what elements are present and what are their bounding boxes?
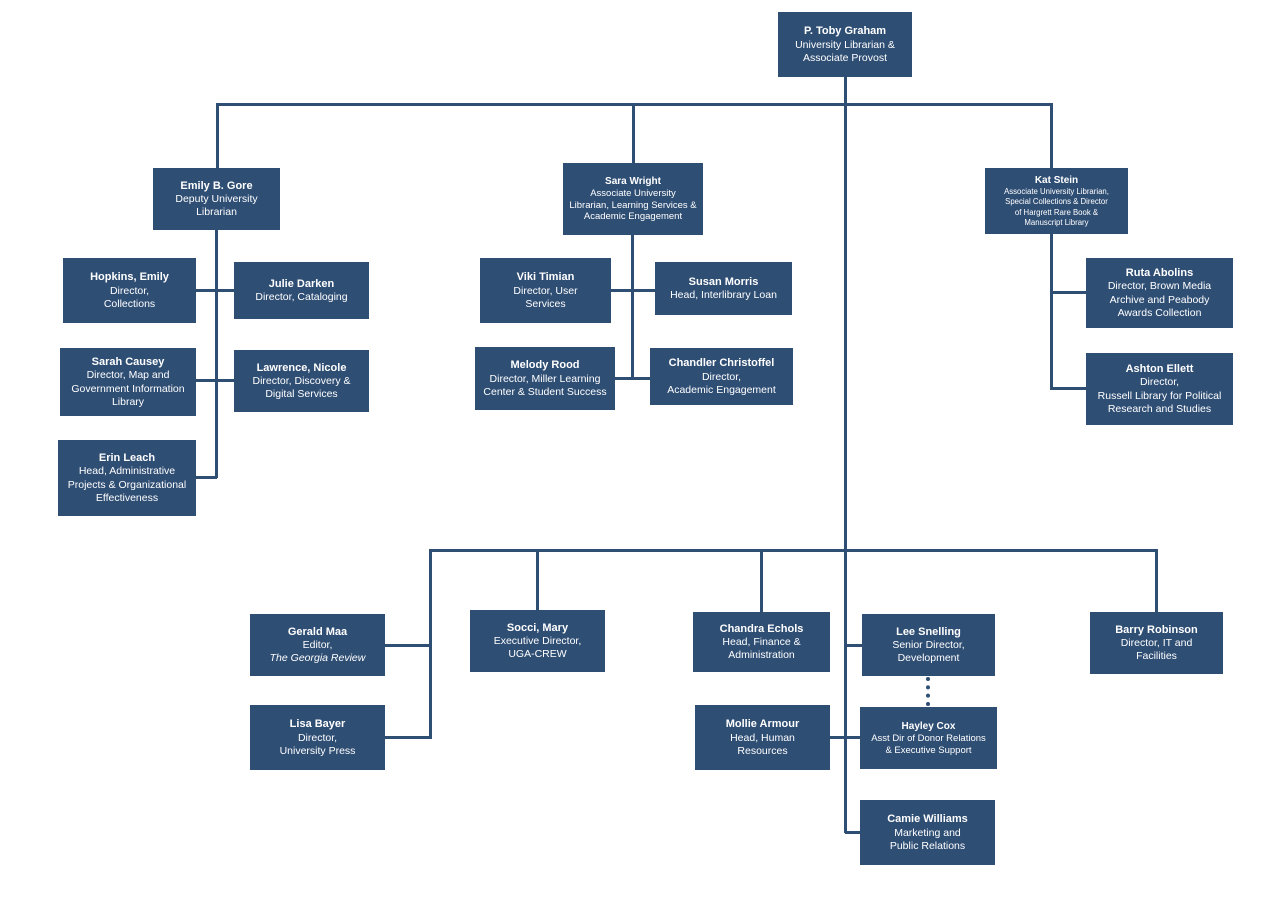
person-title: Head, Administrative Projects & Organiza… [67, 465, 187, 504]
person-title: Director, Miller Learning Center & Stude… [483, 372, 607, 398]
org-node-p-toby-graham: P. Toby Graham University Librarian & As… [778, 12, 912, 77]
org-node-barry-robinson: Barry Robinson Director, IT and Faciliti… [1090, 612, 1223, 674]
connector-main-vertical [844, 103, 847, 833]
person-name: Hayley Cox [901, 720, 956, 732]
person-name: Mollie Armour [725, 718, 800, 731]
person-name: Gerald Maa [287, 625, 348, 638]
person-title: Editor, [302, 639, 333, 652]
person-title: Head, Interlibrary Loan [670, 289, 777, 302]
person-name: Ashton Ellett [1125, 363, 1194, 376]
connector-drop-echols [760, 549, 763, 612]
dotted-connector-snelling-cox [926, 677, 930, 706]
org-node-sara-wright: Sara Wright Associate University Librari… [563, 163, 703, 235]
person-title: Director, Cataloging [255, 291, 348, 304]
person-name: Erin Leach [98, 452, 156, 465]
connector-timian-morris [611, 289, 655, 292]
person-name: Emily B. Gore [180, 179, 253, 192]
org-node-lisa-bayer: Lisa Bayer Director, University Press [250, 705, 385, 770]
connector-drop-robinson [1155, 549, 1158, 612]
org-node-julie-darken: Julie Darken Director, Cataloging [234, 262, 369, 319]
org-node-lawrence-nicole: Lawrence, Nicole Director, Discovery & D… [234, 350, 369, 412]
person-name: Lawrence, Nicole [256, 361, 347, 374]
connector-armour-cox [830, 736, 861, 739]
org-node-erin-leach: Erin Leach Head, Administrative Projects… [58, 440, 196, 516]
person-name: Kat Stein [1034, 175, 1079, 187]
org-node-viki-timian: Viki Timian Director, User Services [480, 258, 611, 323]
org-node-ruta-abolins: Ruta Abolins Director, Brown Media Archi… [1086, 258, 1233, 328]
connector-drop-gore [216, 103, 219, 168]
connector-hopkins-darken [196, 289, 234, 292]
person-name: Sarah Causey [91, 356, 165, 369]
connector-stein-vertical [1050, 234, 1053, 389]
person-name: P. Toby Graham [803, 25, 887, 38]
person-name: Camie Williams [887, 813, 968, 826]
org-node-lee-snelling: Lee Snelling Senior Director, Developmen… [862, 614, 995, 676]
connector-ellett [1050, 387, 1086, 390]
connector-rood-christoffel [615, 377, 650, 380]
person-title: Associate University Librarian, Special … [1004, 187, 1109, 227]
org-node-sarah-causey: Sarah Causey Director, Map and Governmen… [60, 348, 196, 416]
person-name: Julie Darken [268, 277, 335, 290]
person-name: Socci, Mary [506, 621, 569, 634]
org-node-chandler-christoffel: Chandler Christoffel Director, Academic … [650, 348, 793, 405]
person-title: Senior Director, Development [892, 639, 965, 665]
person-title: Deputy University Librarian [175, 193, 258, 219]
person-title: Head, Finance & Administration [722, 636, 801, 662]
person-title: Director, Brown Media Archive and Peabod… [1107, 280, 1212, 319]
person-title: Director, University Press [279, 731, 356, 757]
org-node-socci-mary: Socci, Mary Executive Director, UGA-CREW [470, 610, 605, 672]
org-node-hopkins-emily: Hopkins, Emily Director, Collections [63, 258, 196, 323]
person-name: Barry Robinson [1115, 623, 1198, 636]
connector-bottom-horizontal [429, 549, 1158, 552]
connector-wright-vertical [631, 235, 634, 379]
connector-drop-socci [536, 549, 539, 610]
org-node-emily-b-gore: Emily B. Gore Deputy University Libraria… [153, 168, 280, 230]
person-title: Director, Collections [103, 284, 156, 310]
connector-snelling [845, 644, 863, 647]
connector-drop-stein [1050, 103, 1053, 168]
person-title: Marketing and Public Relations [889, 826, 966, 852]
person-name: Susan Morris [688, 275, 759, 288]
org-node-susan-morris: Susan Morris Head, Interlibrary Loan [655, 262, 792, 315]
person-title: Asst Dir of Donor Relations & Executive … [871, 732, 986, 756]
person-title: Director, Academic Engagement [667, 370, 776, 396]
person-title-italic: The Georgia Review [269, 652, 366, 665]
connector-bayer [385, 736, 431, 739]
person-name: Chandler Christoffel [668, 357, 775, 370]
org-node-kat-stein: Kat Stein Associate University Librarian… [985, 168, 1128, 234]
person-title: Director, User Services [513, 284, 578, 310]
connector-williams [845, 831, 861, 834]
person-name: Hopkins, Emily [90, 271, 169, 284]
person-name: Lee Snelling [896, 625, 961, 638]
person-name: Ruta Abolins [1125, 267, 1194, 280]
connector-leach [196, 476, 217, 479]
connector-gore-vertical [215, 230, 218, 478]
connector-drop-wright [632, 103, 635, 163]
person-name: Chandra Echols [719, 622, 804, 635]
connector-maa [385, 644, 431, 647]
person-title: Associate University Librarian, Learning… [569, 187, 697, 223]
person-name: Sara Wright [605, 175, 661, 187]
org-node-hayley-cox: Hayley Cox Asst Dir of Donor Relations &… [860, 707, 997, 769]
person-title: Head, Human Resources [730, 731, 795, 757]
connector-graham-down [844, 77, 847, 106]
person-title: Director, Discovery & Digital Services [252, 375, 351, 401]
org-node-gerald-maa: Gerald Maa Editor, The Georgia Review [250, 614, 385, 676]
org-node-mollie-armour: Mollie Armour Head, Human Resources [695, 705, 830, 770]
person-name: Viki Timian [516, 271, 575, 284]
connector-causey-lawrence [196, 379, 234, 382]
person-title: Executive Director, UGA-CREW [493, 635, 582, 661]
org-node-chandra-echols: Chandra Echols Head, Finance & Administr… [693, 612, 830, 672]
person-name: Lisa Bayer [289, 718, 346, 731]
person-title: University Librarian & Associate Provost [795, 38, 895, 64]
person-title: Director, IT and Facilities [1120, 637, 1193, 663]
org-node-ashton-ellett: Ashton Ellett Director, Russell Library … [1086, 353, 1233, 425]
connector-abolins [1050, 291, 1086, 294]
person-title: Director, Russell Library for Political … [1097, 376, 1222, 415]
person-title: Director, Map and Government Information… [71, 369, 185, 408]
org-node-camie-williams: Camie Williams Marketing and Public Rela… [860, 800, 995, 865]
person-name: Melody Rood [510, 359, 580, 372]
org-node-melody-rood: Melody Rood Director, Miller Learning Ce… [475, 347, 615, 410]
